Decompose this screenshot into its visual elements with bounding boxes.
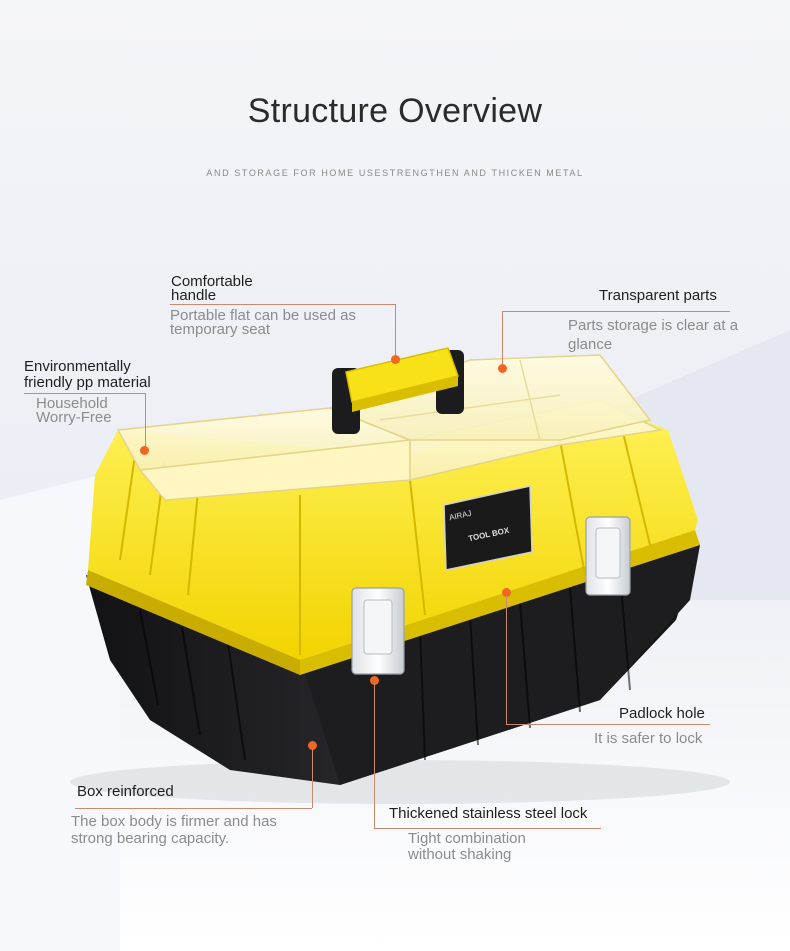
handle-title-1: Comfortable [171,273,253,290]
handle [332,347,464,434]
lock-title: Thickened stainless steel lock [389,805,588,822]
transparent-leader-h [502,311,730,312]
toolbox-shadow [70,760,730,804]
material-leader-v [145,393,146,447]
material-leader-h [24,393,145,394]
lock-leader-h [374,828,601,829]
transparent-marker-dot [498,364,507,373]
page-title: Structure Overview [247,92,543,130]
page-subtitle: AND STORAGE FOR HOME USESTRENGTHEN AND T… [206,168,584,178]
latch-right [585,516,631,596]
lock-desc-2: without shaking [408,846,512,863]
reinforced-leader-h [75,808,312,809]
transparent-desc-2: glance [568,336,613,353]
transparent-title: Transparent parts [599,287,717,304]
reinforced-title: Box reinforced [77,783,174,800]
lock-marker-dot [370,676,379,685]
handle-marker-dot [391,355,400,364]
padlock-marker-dot [502,588,511,597]
handle-desc-1: Portable flat can be used as [170,307,356,324]
nameplate [443,485,533,571]
material-marker-dot [140,446,149,455]
transparent-leader-v [502,311,503,368]
reinforced-desc-2: strong bearing capacity. [71,830,230,847]
handle-title-2: handle [171,287,217,304]
reinforced-marker-dot [308,741,317,750]
lock-leader-v [374,684,375,828]
handle-desc-2: temporary seat [170,321,271,338]
transparent-desc-1: Parts storage is clear at a [568,317,739,334]
material-title-1: Environmentally [24,358,131,375]
handle-leader-h [170,304,395,305]
material-desc-2: Worry-Free [36,409,112,426]
padlock-title: Padlock hole [619,705,705,722]
padlock-leader-v [506,596,507,724]
material-title-2: friendly pp material [24,374,151,391]
material-desc-1: Household [36,395,108,412]
reinforced-leader-v [312,749,313,808]
lock-desc-1: Tight combination [408,830,526,847]
reinforced-desc-1: The box body is firmer and has [71,813,277,830]
latch-left [351,587,405,675]
handle-leader-v [395,304,396,360]
padlock-leader-h [506,724,710,725]
padlock-desc: It is safer to lock [594,730,703,747]
